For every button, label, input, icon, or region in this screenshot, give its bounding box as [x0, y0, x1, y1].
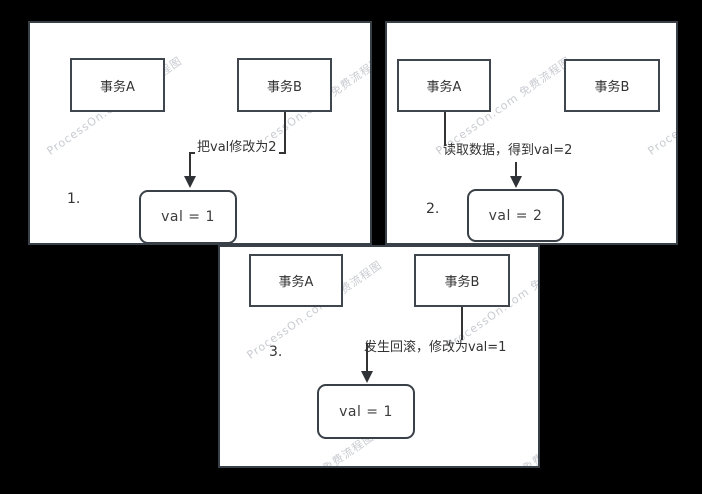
- connector-line-vertical: [444, 112, 446, 146]
- connector-line-vertical: [189, 154, 191, 178]
- step-number: 3.: [269, 344, 283, 360]
- arrow-down-icon: [184, 176, 196, 188]
- connector-line-vertical: [461, 307, 463, 340]
- panel-step-2: ProcessOn.com 免费流程图 ProcessOn.com 免费流程图 …: [385, 21, 678, 245]
- transaction-b-box: 事务B: [237, 58, 332, 112]
- step-number: 2.: [426, 201, 440, 217]
- panel-step-1: ProcessOn.com 免费流程图 ProcessOn.com 免费流程图 …: [28, 21, 372, 245]
- annotation-label: 发生回滚，修改为val=1: [364, 340, 507, 355]
- transaction-a-box: 事务A: [249, 254, 343, 307]
- arrow-down-icon: [361, 371, 373, 383]
- step-number: 1.: [67, 191, 81, 207]
- annotation-label: 读取数据，得到val=2: [443, 143, 573, 158]
- transaction-b-box: 事务B: [414, 254, 510, 307]
- watermark-text: ProcessOn.com 免费流程图: [435, 429, 538, 466]
- value-box: val = 1: [317, 384, 415, 439]
- transaction-a-box: 事务A: [397, 59, 491, 112]
- connector-line-vertical: [284, 112, 286, 154]
- arrow-down-icon: [510, 176, 522, 188]
- transaction-a-box: 事务A: [70, 58, 165, 112]
- value-box: val = 1: [139, 190, 237, 243]
- annotation-label: 把val修改为2: [195, 140, 279, 155]
- arrow-line-vertical: [366, 344, 368, 371]
- arrow-line-vertical: [515, 162, 517, 177]
- value-box: val = 2: [467, 189, 564, 242]
- transaction-b-box: 事务B: [564, 59, 660, 112]
- panel-step-3: ProcessOn.com 免费流程图 ProcessOn.com 免费流程图 …: [218, 245, 540, 468]
